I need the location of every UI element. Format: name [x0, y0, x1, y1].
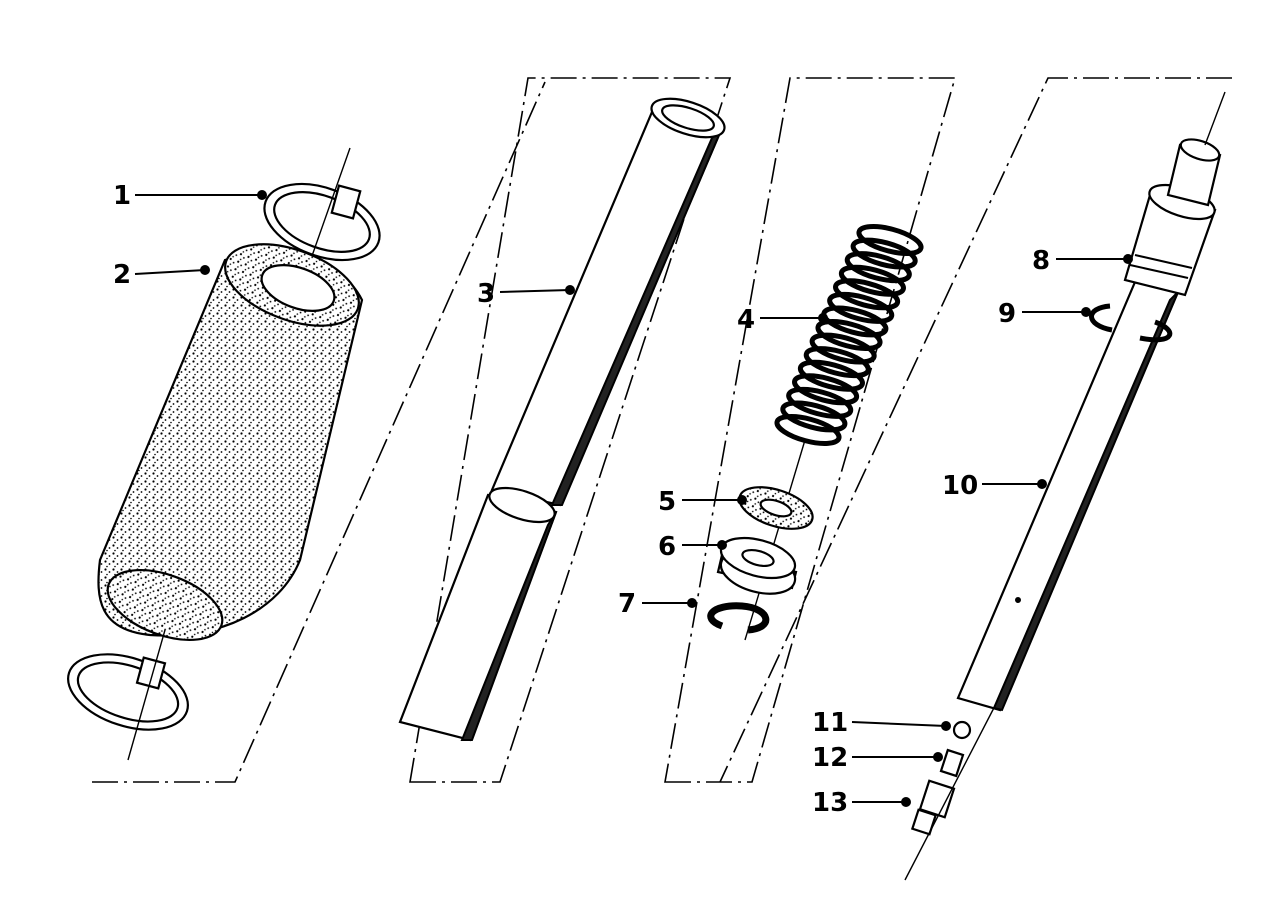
- guide-bush: [716, 536, 798, 595]
- fork-tube: [398, 97, 726, 742]
- drain-screw: [910, 779, 956, 836]
- spring-coil: [827, 291, 895, 324]
- clamp-ring-upper: [263, 182, 381, 262]
- callout-label-3: 3: [477, 279, 495, 309]
- check-ball: [952, 720, 972, 740]
- spring-coil: [815, 319, 883, 351]
- spring-coil: [797, 359, 865, 392]
- spring-coil: [786, 386, 854, 419]
- axis-gaiter-bottom: [127, 629, 166, 761]
- callout-label-1: 1: [113, 181, 131, 211]
- damper-head: [1123, 138, 1222, 297]
- spring-coil: [856, 224, 924, 256]
- axis-damper-top: [1204, 91, 1226, 146]
- spring-coil: [809, 332, 877, 365]
- callout-2: 2: [113, 260, 210, 290]
- callout-label-7: 7: [618, 589, 636, 619]
- frame-fork-tube: [409, 77, 732, 783]
- piston-ring: [1089, 303, 1173, 343]
- clamp-ring-lower: [67, 653, 189, 731]
- callout-4: 4: [737, 305, 828, 335]
- callout-label-2: 2: [113, 260, 131, 290]
- callout-label-12: 12: [812, 743, 848, 773]
- callout-13: 13: [812, 788, 911, 818]
- callout-7: 7: [618, 589, 697, 619]
- callout-label-10: 10: [942, 471, 978, 501]
- frame-gaiter: [92, 81, 546, 783]
- spring-coil: [844, 251, 912, 284]
- callout-11: 11: [812, 708, 951, 738]
- callout-label-5: 5: [658, 487, 676, 517]
- spring-coil: [792, 373, 860, 406]
- callout-6: 6: [658, 532, 727, 562]
- spring-coil: [803, 346, 871, 379]
- callout-label-11: 11: [812, 708, 848, 738]
- callout-label-13: 13: [812, 788, 848, 818]
- frame-damper-group: [719, 77, 1232, 783]
- spring-coil: [838, 264, 906, 297]
- spring-coil: [833, 278, 901, 311]
- frame-spring-group: [664, 77, 957, 783]
- callout-10: 10: [942, 471, 1047, 501]
- rubber-gaiter: [97, 243, 364, 641]
- spring-coil: [780, 400, 848, 433]
- callout-label-9: 9: [998, 299, 1016, 329]
- callout-label-6: 6: [658, 532, 676, 562]
- circlip: [707, 602, 770, 634]
- callout-9: 9: [998, 299, 1091, 329]
- callout-5: 5: [658, 487, 747, 517]
- callout-1: 1: [113, 181, 267, 211]
- callout-12: 12: [812, 743, 943, 773]
- coil-spring: [774, 224, 924, 446]
- callout-label-4: 4: [737, 305, 755, 335]
- small-spring: [939, 748, 965, 778]
- assembly-frames: [92, 77, 1232, 783]
- damper-tube: [956, 280, 1180, 712]
- callout-3: 3: [477, 279, 575, 309]
- callout-8: 8: [1032, 246, 1133, 276]
- oil-seal: [738, 486, 814, 530]
- callout-label-8: 8: [1032, 246, 1050, 276]
- spring-coil: [850, 237, 918, 270]
- axis-damper-bottom: [904, 699, 999, 881]
